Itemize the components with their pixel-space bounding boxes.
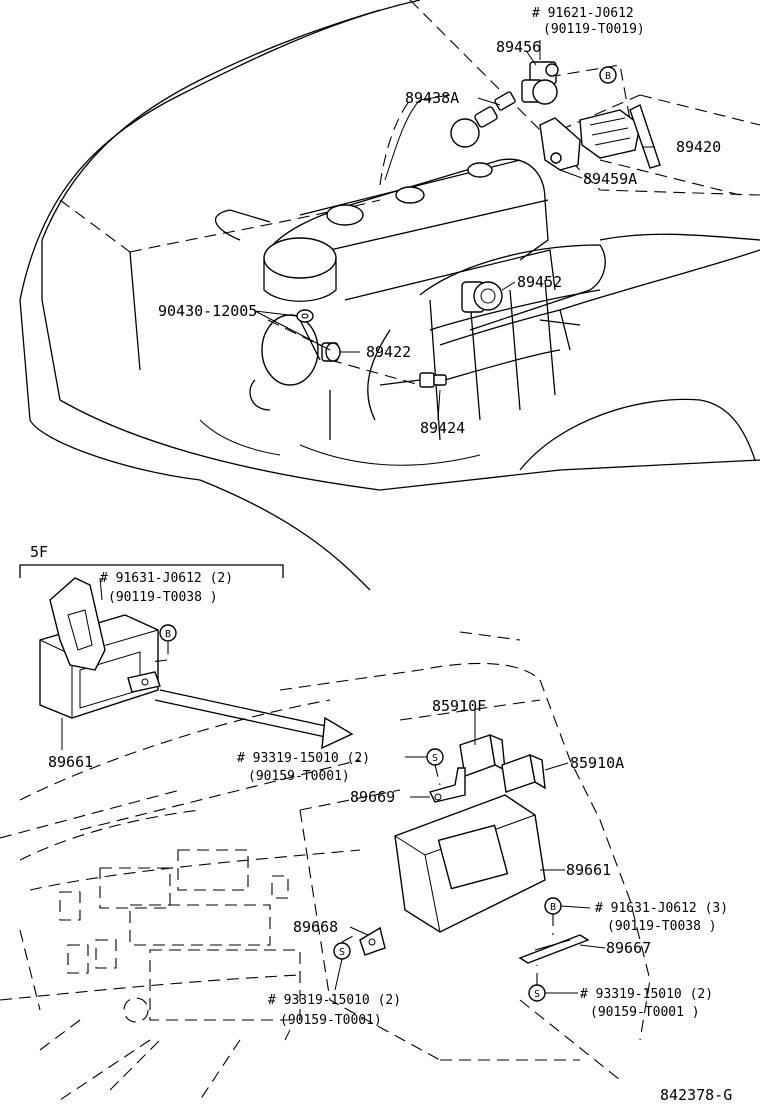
label-89661-inset: 89661 [48, 753, 93, 771]
screw-marker-letter: S [432, 753, 438, 764]
label-ref-91631-line1: # 91631-J0612 (2) [100, 571, 233, 586]
bolt-marker-2: B [544, 897, 562, 915]
bolt-marker-letter: B [165, 629, 171, 640]
vehicle-body-outline [19, 0, 760, 591]
sensor-89422 [321, 342, 341, 362]
label-ref-91621-line1: # 91621-J0612 [532, 6, 634, 21]
label-89668: 89668 [293, 918, 338, 936]
dashboard-leader-lines [284, 710, 606, 1041]
label-ref-93319-a-line2: (90159-T0001) [248, 769, 350, 784]
engine-leader-lines [254, 40, 655, 421]
screw-marker-letter: S [534, 989, 540, 1000]
relay-85910A [501, 753, 546, 793]
label-89422: 89422 [366, 343, 411, 361]
label-ref-93319-a-line1: # 93319-15010 (2) [237, 751, 370, 766]
label-89456: 89456 [496, 38, 541, 56]
label-90430-12005: 90430-12005 [158, 302, 257, 320]
label-85910A: 85910A [570, 754, 624, 772]
label-ref-93319-c-line1: # 93319-15010 (2) [580, 987, 713, 1002]
bracket-89668 [359, 926, 386, 956]
label-ref-91631-b-line2: (90119-T0038 ) [607, 919, 717, 934]
bolt-marker-letter: B [550, 902, 556, 913]
dashboard-outline [0, 631, 651, 1101]
hood-dashed-outline [59, 0, 760, 253]
label-ref-93319-b-line2: (90159-T0001) [280, 1013, 382, 1028]
label-89420: 89420 [676, 138, 721, 156]
sensor-89452 [461, 281, 503, 313]
label-85910F: 85910F [432, 697, 486, 715]
sensor-89456 [521, 61, 559, 105]
label-ref-93319-b-line1: # 93319-15010 (2) [268, 993, 401, 1008]
bolt-marker-letter: B [605, 71, 611, 82]
relay-85910F [459, 733, 506, 777]
screw-marker-2: S [333, 942, 351, 960]
drawing-code: 842378-G [660, 1086, 732, 1104]
label-89452: 89452 [517, 273, 562, 291]
dashboard-switch-panels [39, 849, 301, 1051]
bracket-89667 [518, 934, 590, 964]
bracket-89669 [428, 767, 466, 803]
module-89420 [579, 104, 661, 169]
label-ref-91631-line2: (90119-T0038 ) [108, 590, 218, 605]
inset-5f: 5F B # 91631-J0612 (2) (90119-T0038 ) 89… [19, 543, 354, 771]
label-89424: 89424 [420, 419, 465, 437]
screw-marker-letter: S [339, 947, 345, 958]
label-ref-91631-b-line1: # 91631-J0612 (3) [595, 901, 728, 916]
label-ref-93319-c-line2: (90159-T0001 ) [590, 1005, 700, 1020]
harness-lines [267, 64, 631, 386]
bracket-89459A [539, 117, 581, 171]
label-89667: 89667 [606, 939, 651, 957]
screw-marker-3: S [528, 984, 546, 1002]
washer-90430 [296, 309, 314, 323]
ecu-89661 [394, 794, 546, 933]
label-89438A: 89438A [405, 89, 459, 107]
screw-marker-1: S [426, 748, 444, 766]
sensor-89424 [379, 372, 447, 388]
sensor-89438A [450, 91, 516, 148]
label-89459A: 89459A [583, 170, 637, 188]
engine-block [215, 158, 606, 441]
inset-label: 5F [30, 543, 48, 561]
bolt-marker-top: B [599, 66, 617, 84]
label-ref-91621-line2: (90119-T0019) [543, 22, 645, 37]
label-89669: 89669 [350, 788, 395, 806]
label-89661: 89661 [566, 861, 611, 879]
